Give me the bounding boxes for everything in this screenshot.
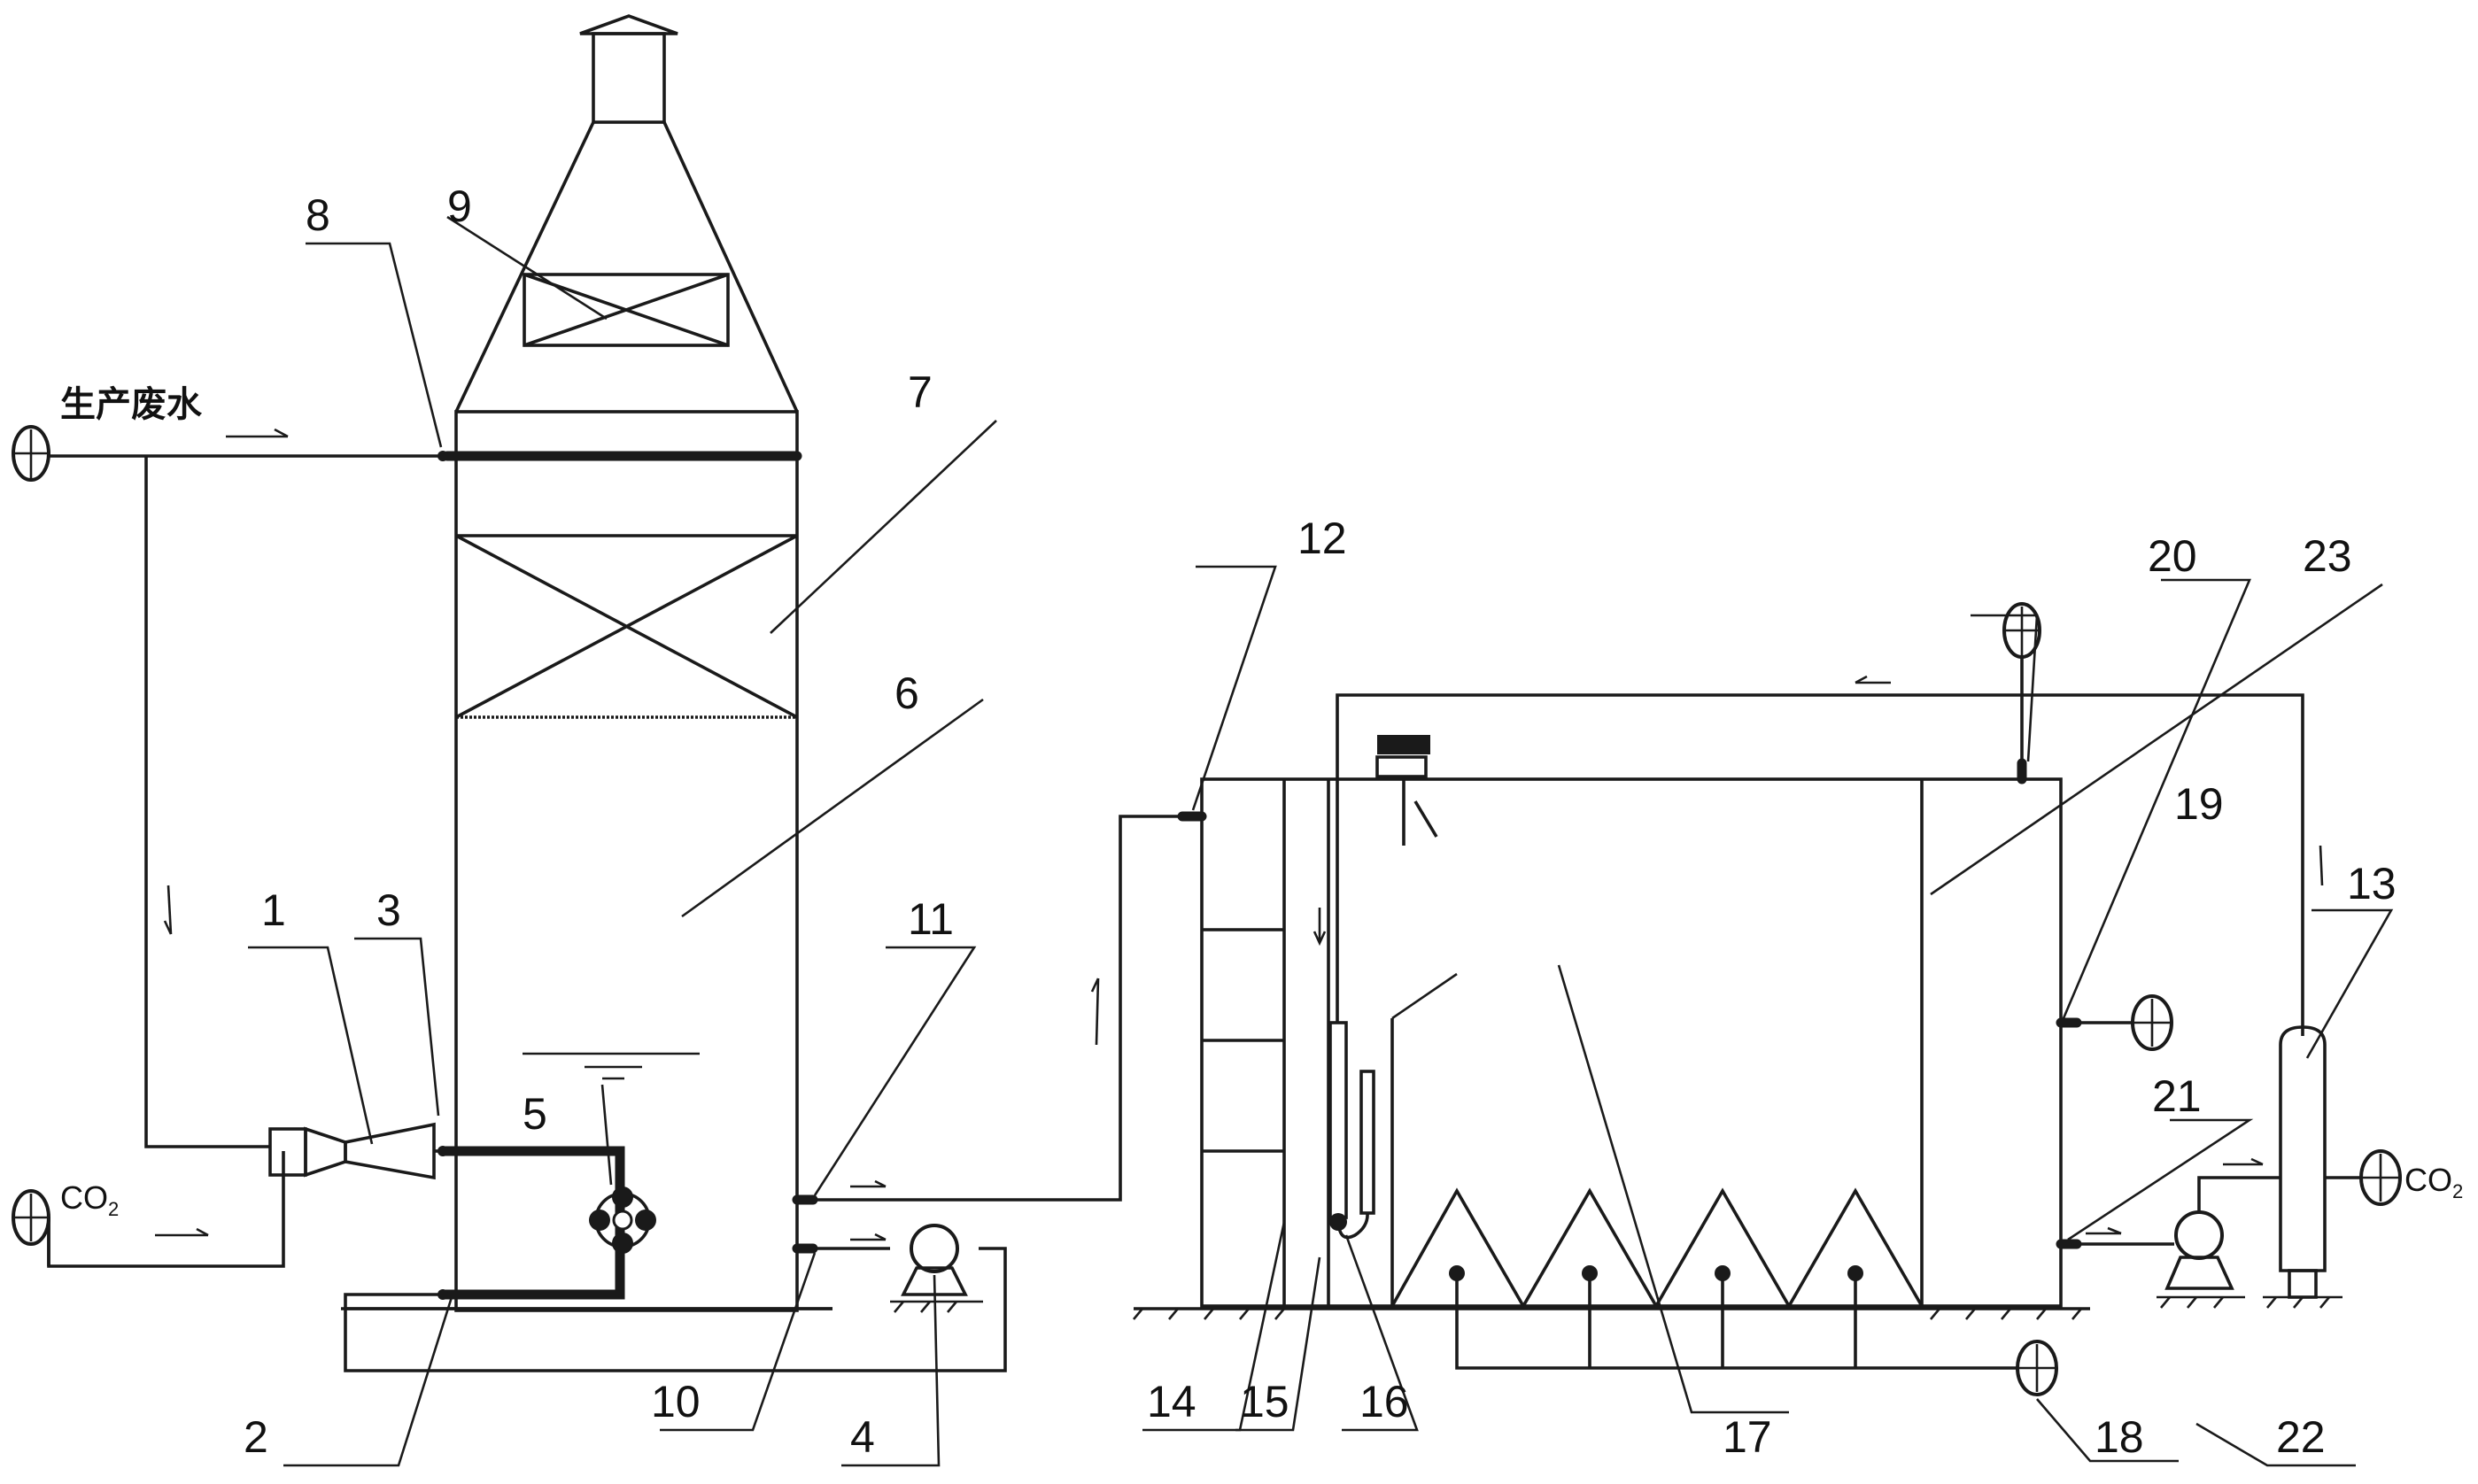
part-13: 13 bbox=[2347, 859, 2397, 908]
transfer-line bbox=[813, 811, 1207, 1241]
part-7: 7 bbox=[908, 367, 933, 417]
part-11: 11 bbox=[908, 894, 954, 944]
ground-hatching bbox=[1133, 1308, 2082, 1320]
part-3: 3 bbox=[376, 885, 401, 935]
ejector bbox=[268, 1122, 443, 1180]
part-17: 17 bbox=[1723, 1412, 1772, 1462]
co2-right-label: CO2 bbox=[2404, 1162, 2463, 1202]
part-1: 1 bbox=[261, 885, 286, 935]
part-22: 22 bbox=[2276, 1412, 2326, 1462]
part-21: 21 bbox=[2152, 1071, 2202, 1121]
part-8: 8 bbox=[306, 190, 330, 240]
wastewater-label: 生产废水 bbox=[60, 384, 203, 425]
part-4: 4 bbox=[850, 1412, 875, 1462]
dissolving-column bbox=[2263, 1025, 2360, 1309]
part-10: 10 bbox=[651, 1377, 701, 1426]
wastewater-inlet: 生产废水 bbox=[12, 384, 447, 1148]
demister-box bbox=[523, 273, 730, 347]
sludge-hoppers bbox=[1390, 1187, 1924, 1310]
part-15: 15 bbox=[1240, 1377, 1289, 1426]
circulation-pump bbox=[890, 1224, 983, 1313]
outlet-19 bbox=[2056, 994, 2173, 1051]
co2-left-label: CO2 bbox=[60, 1179, 119, 1220]
part-23: 23 bbox=[2303, 531, 2352, 581]
absorption-tower bbox=[438, 14, 818, 1312]
air-line bbox=[1449, 1265, 2058, 1396]
part-12: 12 bbox=[1297, 514, 1347, 563]
part-2: 2 bbox=[244, 1412, 268, 1462]
part-9: 9 bbox=[447, 182, 472, 231]
dosing-tube bbox=[1313, 801, 1375, 1240]
part-6: 6 bbox=[894, 669, 919, 718]
packing-layer bbox=[455, 534, 798, 719]
feed-pump bbox=[2056, 1157, 2281, 1309]
part-20: 20 bbox=[2148, 531, 2197, 581]
part-19: 19 bbox=[2174, 779, 2224, 829]
settling-tank bbox=[1200, 735, 2063, 1310]
part-numbers: 1 2 3 4 5 6 7 8 9 10 11 12 13 14 15 16 1… bbox=[244, 182, 2397, 1462]
co2-inlet-left: CO2 bbox=[12, 1151, 285, 1268]
recycle-line bbox=[1336, 602, 2324, 1036]
part-5: 5 bbox=[523, 1089, 547, 1139]
part-16: 16 bbox=[1359, 1377, 1409, 1426]
part-18: 18 bbox=[2095, 1412, 2144, 1462]
callout-leaders bbox=[248, 215, 2394, 1467]
part-14: 14 bbox=[1147, 1377, 1196, 1426]
scraper-drive bbox=[1375, 735, 1438, 846]
water-level-mark bbox=[523, 1052, 700, 1080]
co2-inlet-right: CO2 bbox=[2359, 1149, 2463, 1206]
gas-distributor bbox=[589, 1186, 656, 1254]
